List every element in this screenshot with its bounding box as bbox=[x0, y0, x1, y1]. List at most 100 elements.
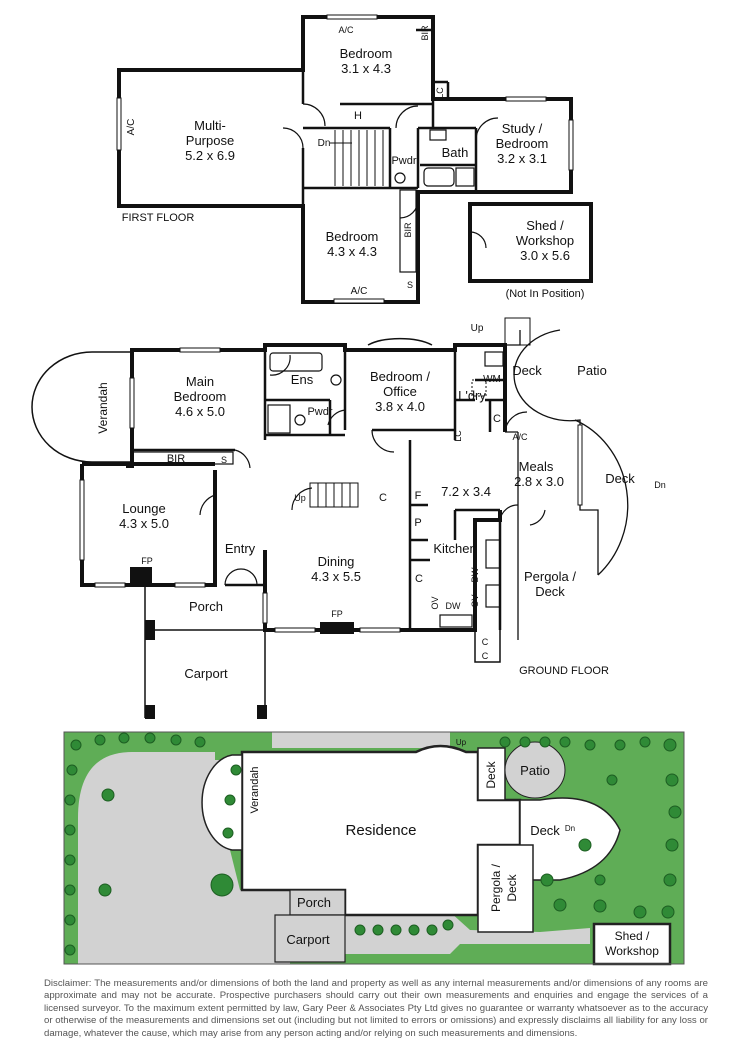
bedroom-office-size: 3.8 x 4.0 bbox=[375, 399, 425, 414]
multi-purpose-size: 5.2 x 6.9 bbox=[185, 148, 235, 163]
verandah-label: Verandah bbox=[96, 382, 110, 433]
cupboard-outside-2: C bbox=[482, 651, 489, 661]
site-top-stair-label: Up bbox=[456, 738, 467, 747]
laundry-tub bbox=[484, 351, 504, 367]
bedroom-office-name-2: Office bbox=[383, 384, 417, 399]
first-floor bbox=[117, 15, 573, 304]
powder-ground-label: Pwdr bbox=[307, 406, 332, 418]
ground-stair bbox=[309, 482, 359, 508]
kitchen-label: Kitchen bbox=[433, 541, 476, 556]
site-shed-label-1: Shed / bbox=[615, 929, 650, 943]
meals-name: Meals bbox=[519, 459, 554, 474]
bedroom-south-size: 4.3 x 4.3 bbox=[327, 244, 377, 259]
aircon-north: A/C bbox=[338, 25, 354, 35]
shower-ensuite bbox=[267, 404, 291, 434]
lounge-size: 4.3 x 5.0 bbox=[119, 516, 169, 531]
deck-east-label: Deck bbox=[605, 471, 635, 486]
first-floor-stair bbox=[330, 130, 384, 186]
site-verandah-label: Verandah bbox=[249, 766, 261, 813]
meals-size: 2.8 x 3.0 bbox=[514, 474, 564, 489]
aircon-south: A/C bbox=[351, 286, 368, 297]
lc-first: LC bbox=[435, 87, 445, 99]
lounge-name: Lounge bbox=[122, 501, 165, 516]
cupboard-hall: C bbox=[379, 492, 387, 504]
site-boundary bbox=[63, 731, 685, 965]
main-bedroom-size: 4.6 x 5.0 bbox=[175, 404, 225, 419]
bath-label: Bath bbox=[442, 145, 469, 160]
bir-main-label: BIR bbox=[167, 453, 185, 465]
first-floor-windows bbox=[116, 14, 574, 304]
multi-purpose-name-1: Multi- bbox=[194, 118, 226, 133]
laundry-label: L'dry bbox=[458, 388, 486, 403]
dining-name: Dining bbox=[318, 554, 355, 569]
fireplace-dining-label: FP bbox=[331, 609, 343, 619]
first-floor-level-label: FIRST FLOOR bbox=[122, 212, 195, 224]
dishwasher-2: DW bbox=[446, 601, 461, 611]
pergola-name-2: Deck bbox=[535, 584, 565, 599]
hall-mark: H bbox=[354, 110, 362, 122]
shed-name-2: Workshop bbox=[516, 233, 574, 248]
study-size: 3.2 x 3.1 bbox=[497, 151, 547, 166]
deck-east-site bbox=[519, 797, 621, 881]
bedroom-north-size: 3.1 x 4.3 bbox=[341, 61, 391, 76]
site-shed-label-2: Workshop bbox=[605, 944, 659, 958]
bedroom-south-name: Bedroom bbox=[326, 229, 379, 244]
cupboard-laundry: C bbox=[493, 413, 501, 425]
carport-label: Carport bbox=[184, 666, 228, 681]
washing-machine bbox=[471, 379, 487, 397]
fireplace-lounge bbox=[130, 567, 152, 587]
bedroom-north-name: Bedroom bbox=[340, 46, 393, 61]
bedroom-office-name-1: Bedroom / bbox=[370, 369, 430, 384]
patio-site bbox=[504, 741, 566, 799]
porch-carport-outline bbox=[144, 585, 501, 718]
cupboard-outside-1: C bbox=[482, 637, 489, 647]
porch-post-3 bbox=[257, 705, 267, 719]
site-labels: Residence Verandah Deck Patio Deck Dn Up… bbox=[249, 738, 659, 958]
bath-tub bbox=[423, 167, 455, 187]
site-patio-label: Patio bbox=[520, 763, 550, 778]
site-deck-east-label: Deck bbox=[530, 823, 560, 838]
porch-label: Porch bbox=[189, 599, 223, 614]
disclaimer-text: Disclaimer: The measurements and/or dime… bbox=[44, 978, 708, 1039]
ground-floor-level-label: GROUND FLOOR bbox=[519, 665, 609, 677]
shed-size: 3.0 x 5.6 bbox=[520, 248, 570, 263]
lc-ground: LC bbox=[453, 430, 463, 442]
verandah-outline bbox=[31, 351, 132, 463]
shed-labels: Shed / Workshop 3.0 x 5.6 (Not In Positi… bbox=[506, 218, 585, 300]
fireplace-lounge-label: FP bbox=[141, 556, 153, 566]
ground-floor bbox=[31, 317, 629, 718]
site-pergola-label-1: Pergola / bbox=[489, 863, 503, 912]
bay-window bbox=[367, 337, 433, 346]
toilet-first bbox=[394, 172, 406, 184]
pergola-site bbox=[477, 844, 534, 933]
built-in-robe-first bbox=[399, 189, 417, 273]
shed-site bbox=[592, 922, 672, 966]
shed-note: (Not In Position) bbox=[506, 288, 585, 300]
ground-solid-elements bbox=[126, 462, 354, 719]
powder-first-label: Pwdr bbox=[391, 155, 416, 167]
carport-site bbox=[274, 914, 346, 963]
porch-post-1 bbox=[145, 620, 155, 640]
first-stair-label: Dn bbox=[318, 138, 331, 149]
oven-2: OV bbox=[430, 596, 440, 609]
site-trees bbox=[64, 732, 682, 956]
first-floor-labels: Bedroom 3.1 x 4.3 Multi- Purpose 5.2 x 6… bbox=[122, 25, 549, 297]
first-floor-doors bbox=[282, 103, 499, 219]
ground-doors bbox=[199, 354, 546, 586]
ground-inner-walls bbox=[132, 350, 505, 630]
site-porch-label: Porch bbox=[297, 895, 331, 910]
patio-label: Patio bbox=[577, 363, 607, 378]
washing-machine-label: WM bbox=[483, 374, 501, 385]
site-deck-north-label: Deck bbox=[484, 760, 498, 788]
residence-label: Residence bbox=[346, 822, 417, 839]
dining-size: 4.3 x 5.5 bbox=[311, 569, 361, 584]
sink-2 bbox=[439, 614, 473, 628]
site-deck-stair-label: Dn bbox=[565, 824, 575, 833]
fireplace-dining bbox=[320, 622, 354, 634]
living-size: 7.2 x 3.4 bbox=[441, 484, 491, 499]
bir-south: BIR bbox=[403, 222, 413, 238]
bir-north: BIR bbox=[420, 25, 430, 41]
sink bbox=[485, 584, 501, 608]
study-name-2: Bedroom bbox=[496, 136, 549, 151]
